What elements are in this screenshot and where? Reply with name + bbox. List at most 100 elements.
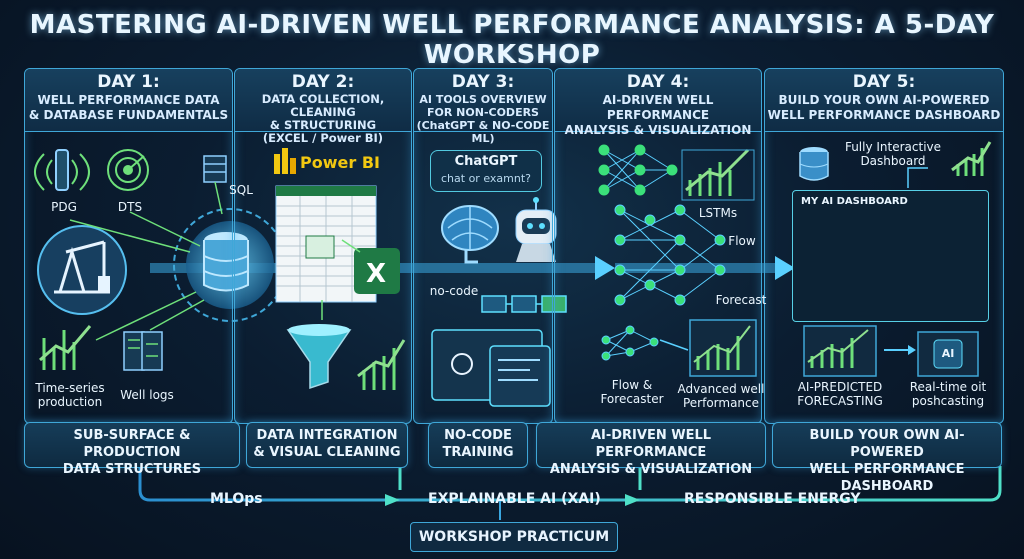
interactive-label-line2: Dashboard xyxy=(860,154,926,168)
day2-sub-line2: & STRUCTURING xyxy=(269,118,377,132)
day5-footer-line2: WELL PERFORMANCE DASHBOARD xyxy=(809,462,965,494)
day3-subtitle: AI TOOLS OVERVIEW FOR NON-CODERS (ChatGP… xyxy=(414,93,552,145)
predicted-label-line2: FORECASTING xyxy=(797,394,883,408)
advanced-label-line2: Performance xyxy=(682,396,760,410)
ai-chip-icon: AI xyxy=(941,347,955,360)
pdg-icon xyxy=(34,149,90,191)
lstm-chart-icon xyxy=(681,148,755,201)
timeseries-icon xyxy=(39,325,92,370)
day2-subtitle: DATA COLLECTION, CLEANING & STRUCTURING … xyxy=(235,93,411,145)
day4-footer-line1: AI-DRIVEN WELL PERFORMANCE xyxy=(590,428,712,460)
welllogs-icon xyxy=(123,331,163,371)
interactive-label-line1: Fully Interactive xyxy=(844,140,942,154)
funnel-icon xyxy=(286,324,352,390)
day4-subtitle: AI-DRIVEN WELL PERFORMANCE ANALYSIS & VI… xyxy=(555,93,761,138)
day3-sub-line1: AI TOOLS OVERVIEW xyxy=(419,93,547,106)
day5-sub-line2: WELL PERFORMANCE DASHBOARD xyxy=(767,108,1001,122)
day3-panel: DAY 3: AI TOOLS OVERVIEW FOR NON-CODERS … xyxy=(413,68,553,424)
day2-header: DAY 2: DATA COLLECTION, CLEANING & STRUC… xyxy=(235,69,411,145)
predicted-label-line1: AI-PREDICTED xyxy=(797,380,883,394)
day2-footer: DATA INTEGRATION & VISUAL CLEANING xyxy=(246,422,408,468)
day3-title: DAY 3: xyxy=(451,72,515,92)
day1-title: DAY 1: xyxy=(97,72,160,92)
day4-footer: AI-DRIVEN WELL PERFORMANCE ANALYSIS & VI… xyxy=(536,422,766,477)
sql-label: SQL xyxy=(229,183,253,197)
day3-sub-line2: FOR NON-CODERS xyxy=(427,106,539,119)
day5-subtitle: BUILD YOUR OWN AI-POWERED WELL PERFORMAN… xyxy=(765,93,1003,123)
day3-footer: NO-CODE TRAINING xyxy=(428,422,528,468)
day4-sub-line1: AI-DRIVEN WELL PERFORMANCE xyxy=(602,93,714,122)
nocode-window-icon xyxy=(431,329,551,407)
day4-title: DAY 4: xyxy=(626,72,690,92)
main-flow-arrowhead xyxy=(595,256,615,280)
day1-footer-line2: DATA STRUCTURES xyxy=(62,462,202,477)
lstms-label: LSTMs xyxy=(698,206,738,220)
predicted-chart-icon xyxy=(803,325,877,377)
day3-header: DAY 3: AI TOOLS OVERVIEW FOR NON-CODERS … xyxy=(414,69,552,145)
dts-icon xyxy=(107,149,149,191)
day2-sub-line1: DATA COLLECTION, CLEANING xyxy=(261,92,385,119)
chatgpt-box: ChatGPT chat or examnt? xyxy=(430,150,542,192)
nocode-label: no-code xyxy=(429,284,479,298)
neural-net-small-icon xyxy=(601,325,659,361)
day1-sub-line2: & DATABASE FUNDAMENTALS xyxy=(28,108,229,122)
realtime-label-line1: Real-time oit xyxy=(909,380,987,394)
day1-footer: SUB-SURFACE & PRODUCTION DATA STRUCTURES xyxy=(24,422,240,477)
advanced-label-line1: Advanced well xyxy=(677,382,765,396)
database-icon xyxy=(173,208,287,322)
welllogs-label: Well logs xyxy=(120,388,174,402)
neural-net-icon xyxy=(598,144,678,196)
excel-icon: X xyxy=(354,248,400,294)
responsible-energy-label: RESPONSIBLE ENERGY xyxy=(684,491,861,507)
xai-label: EXPLAINABLE AI (XAI) xyxy=(428,491,601,507)
flow-label: Flow xyxy=(728,234,756,248)
day2-panel: DAY 2: DATA COLLECTION, CLEANING & STRUC… xyxy=(234,68,412,424)
realtime-label-line2: poshcasting xyxy=(911,394,985,408)
day3-sub-line3: (ChatGPT & NO-CODE ML) xyxy=(416,119,550,145)
day2-title: DAY 2: xyxy=(291,72,355,92)
day1-header: DAY 1: WELL PERFORMANCE DATA & DATABASE … xyxy=(25,69,232,132)
growth-chart-icon xyxy=(357,339,406,390)
chatgpt-label: ChatGPT xyxy=(454,154,518,169)
day1-panel: DAY 1: WELL PERFORMANCE DATA & DATABASE … xyxy=(24,68,233,424)
advanced-chart-icon xyxy=(689,319,757,377)
powerbi-icon xyxy=(274,148,296,174)
flow-forecaster-line2: Forecaster xyxy=(600,392,664,406)
pdg-label: PDG xyxy=(51,200,77,214)
day4-footer-line2: ANALYSIS & VISUALIZATION xyxy=(549,462,753,477)
day3-footer-line1: NO-CODE xyxy=(444,428,512,443)
brain-icon xyxy=(441,205,499,264)
predicted-label: AI-PREDICTED FORECASTING xyxy=(790,380,890,408)
timeseries-label-line1: Time-series xyxy=(35,381,105,395)
realtime-ai-icon xyxy=(917,331,979,377)
forecast-label: Forecast xyxy=(715,293,767,307)
dashboard-title: MY AI DASHBOARD xyxy=(801,196,908,207)
timeseries-label-line2: production xyxy=(37,395,103,409)
mlops-label: MLOps xyxy=(210,491,263,507)
day5-sub-line1: BUILD YOUR OWN AI-POWERED xyxy=(778,93,990,107)
day1-footer-line1: SUB-SURFACE & PRODUCTION xyxy=(73,428,191,460)
day2-footer-line2: & VISUAL CLEANING xyxy=(253,445,401,460)
day4-sub-line2: ANALYSIS & VISUALIZATION xyxy=(564,123,752,137)
neural-net-large-icon xyxy=(614,204,726,306)
flow-forecaster-label: Flow & Forecaster xyxy=(592,378,672,406)
server-icon xyxy=(799,147,829,181)
ai-dashboard-mockup: MY AI DASHBOARD xyxy=(792,190,989,322)
interactive-label: Fully Interactive Dashboard xyxy=(838,140,948,168)
flow-forecaster-line1: Flow & xyxy=(611,378,653,392)
dts-label: DTS xyxy=(117,200,143,214)
robot-icon xyxy=(515,197,557,262)
day5-footer-line1: BUILD YOUR OWN AI-POWERED xyxy=(809,428,965,460)
chat-prompt-text: chat or examnt? xyxy=(441,172,531,185)
day5-footer: BUILD YOUR OWN AI-POWERED WELL PERFORMAN… xyxy=(772,422,1002,494)
realtime-label: Real-time oit poshcasting xyxy=(900,380,996,408)
day5-header: DAY 5: BUILD YOUR OWN AI-POWERED WELL PE… xyxy=(765,69,1003,132)
pipeline-line xyxy=(138,466,1002,502)
day1-subtitle: WELL PERFORMANCE DATA & DATABASE FUNDAME… xyxy=(25,93,232,123)
svg-text:X: X xyxy=(366,259,386,289)
powerbi-label: Power BI xyxy=(300,153,380,172)
timeseries-label: Time-series production xyxy=(30,381,110,409)
day2-sub-line3: (EXCEL / Power BI) xyxy=(262,131,384,145)
